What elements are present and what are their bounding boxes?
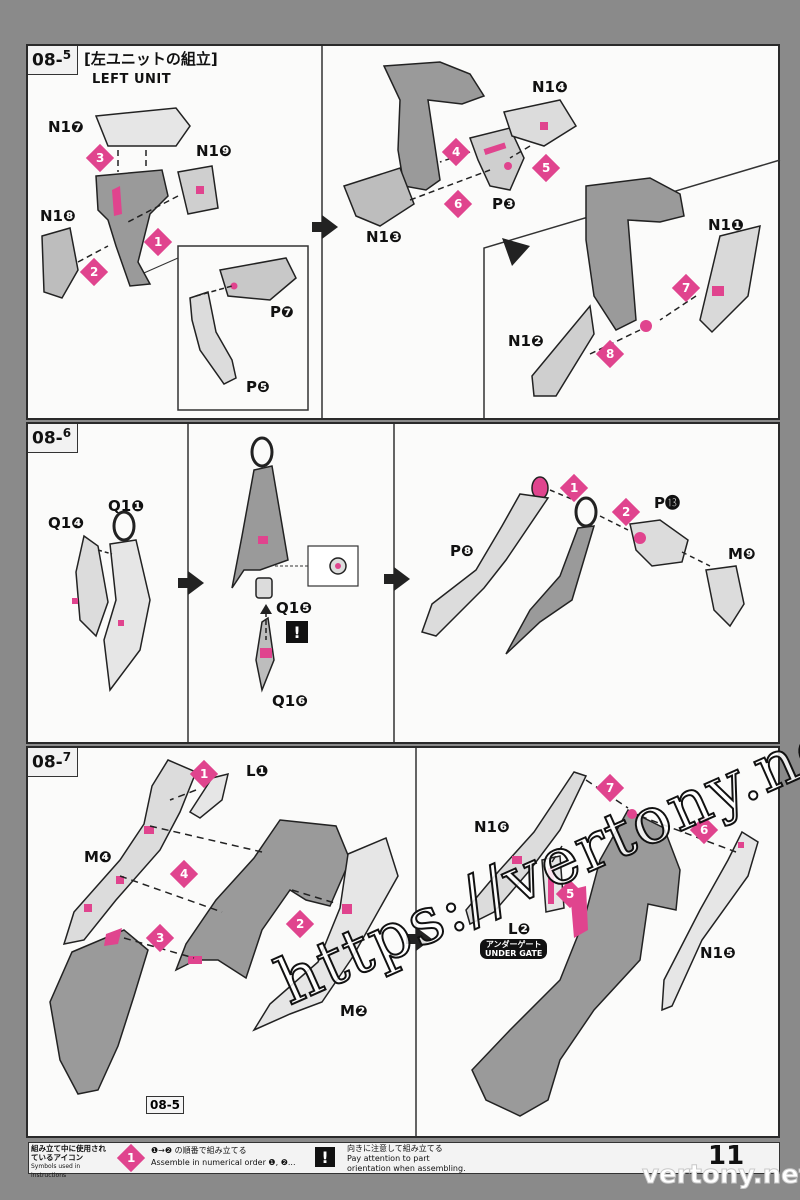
next-arrow-stem [312, 222, 322, 232]
legend-attention-text-en: Pay attention to part orientation when a… [347, 1154, 466, 1173]
watermark-brand: vertony.net [641, 1160, 800, 1191]
next-arrow [394, 567, 410, 591]
step-08-7-number: 08-7 [28, 748, 79, 777]
part-label-q1-4: Q1❹ [48, 514, 84, 532]
next-arrow-stem [178, 578, 188, 588]
part-label-n1-3: N1❸ [366, 228, 402, 246]
step-title-jp: [左ユニットの組立] [84, 50, 218, 68]
step-title-en: LEFT UNIT [92, 72, 172, 87]
attention-icon: ! [286, 621, 308, 643]
part-label-n1-1: N1❶ [708, 216, 744, 234]
part-label-q1-5: Q1❺ [276, 599, 312, 617]
part-label-m-2: M❷ [340, 1002, 368, 1020]
part-label-l-2: L❷ [508, 920, 531, 938]
part-label-m-4: M❹ [84, 848, 112, 866]
next-arrow [322, 215, 338, 239]
legend-sequence-text-jp: ❶→❷ の順番で組み立てる [151, 1146, 247, 1155]
part-label-p-3: P❸ [492, 195, 516, 213]
part-label-q1-6: Q1❻ [272, 692, 308, 710]
part-label-n1-6: N1❻ [474, 818, 510, 836]
step-08-5-number: 08-5 [28, 46, 79, 75]
part-label-n1-4: N1❹ [532, 78, 568, 96]
part-label-q1-1: Q1❶ [108, 497, 144, 515]
part-label-p-8: P❽ [450, 542, 474, 560]
down-arrow [502, 238, 530, 266]
next-arrow [416, 927, 432, 951]
legend-sequence-icon: 1 [116, 1143, 146, 1173]
next-arrow-stem [406, 934, 416, 944]
part-label-p-5: P❺ [246, 378, 270, 396]
part-label-m-9: M❾ [728, 545, 756, 563]
part-label-n1-9: N1❾ [196, 142, 232, 160]
legend-attention-text-jp: 向きに注意して組み立てる [347, 1144, 443, 1153]
next-arrow [188, 571, 204, 595]
part-label-n1-5: N1❺ [700, 944, 736, 962]
part-label-n1-7: N1❼ [48, 118, 84, 136]
reference-step-tag: 08-5 [146, 1096, 185, 1114]
part-label-n1-2: N1❷ [508, 332, 544, 350]
part-label-l-1: L❶ [246, 762, 269, 780]
step-08-6-number: 08-6 [28, 424, 79, 453]
page-number: 11 [708, 1141, 745, 1171]
legend-sequence-text-en: Assemble in numerical order ❶, ❷... [151, 1158, 296, 1167]
next-arrow-stem [384, 574, 394, 584]
part-label-p-7: P❼ [270, 303, 294, 321]
part-label-n1-8: N1❽ [40, 207, 76, 225]
legend-attention-icon: ! [315, 1147, 335, 1167]
part-label-p-13: P⓭ [654, 494, 680, 512]
